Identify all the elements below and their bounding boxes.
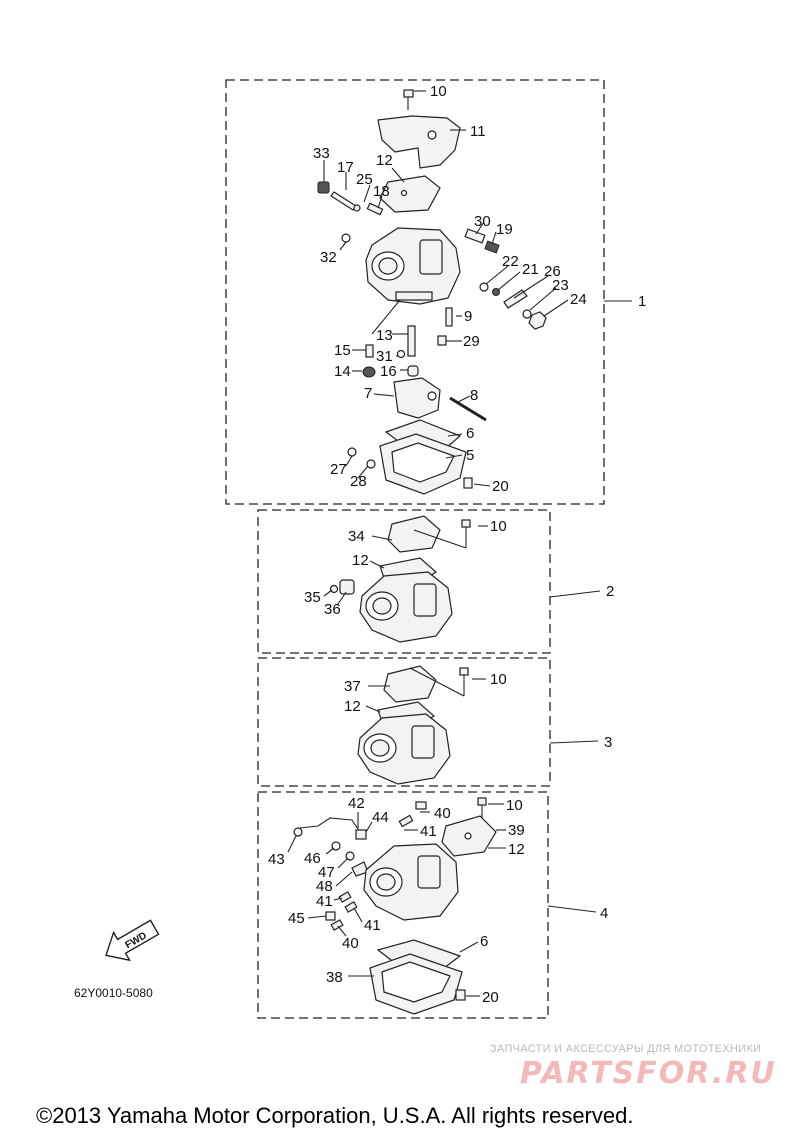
copyright-notice: ©2013 Yamaha Motor Corporation, U.S.A. A…	[36, 1103, 634, 1128]
assembly-2-labels: 34 10 12 35 36	[304, 518, 507, 618]
watermark-caption: ЗАПЧАСТИ И АКСЕССУАРЫ ДЛЯ МОТОТЕХНИКИ	[490, 1043, 762, 1055]
assembly-1-leaders	[323, 90, 569, 487]
group-labels: 1 2 3 4	[600, 293, 646, 922]
assembly-4-parts	[293, 797, 497, 1015]
assembly-3-labels: 37 10 12	[344, 671, 507, 715]
group-label-4: 4	[600, 905, 608, 922]
label-15: 15	[334, 342, 351, 359]
watermark-logo: PARTSFOR.RU	[520, 1056, 777, 1091]
label-25: 25	[356, 171, 373, 188]
group-label-2: 2	[606, 583, 614, 600]
label-46: 46	[304, 850, 321, 867]
label-30: 30	[474, 213, 491, 230]
label-20: 20	[492, 478, 509, 495]
label-39: 39	[508, 822, 525, 839]
label-12: 12	[508, 841, 525, 858]
label-48: 48	[316, 878, 333, 895]
label-19: 19	[496, 221, 513, 238]
label-14: 14	[334, 363, 351, 380]
label-7: 7	[364, 385, 372, 402]
assembly-1-parts	[317, 89, 547, 495]
label-26: 26	[544, 263, 561, 280]
label-41: 41	[364, 917, 381, 934]
label-23: 23	[552, 277, 569, 294]
label-12: 12	[376, 152, 393, 169]
label-5: 5	[466, 447, 474, 464]
label-47: 47	[318, 864, 335, 881]
label-38: 38	[326, 969, 343, 986]
label-24: 24	[570, 291, 587, 308]
label-8: 8	[470, 387, 478, 404]
label-17: 17	[337, 159, 354, 176]
label-36: 36	[324, 601, 341, 618]
label-37: 37	[344, 678, 361, 695]
label-28: 28	[350, 473, 367, 490]
label-21: 21	[522, 261, 539, 278]
label-35: 35	[304, 589, 321, 606]
label-29: 29	[463, 333, 480, 350]
label-22: 22	[502, 253, 519, 270]
label-33: 33	[313, 145, 330, 162]
drawing-code: 62Y0010-5080	[74, 986, 153, 1000]
label-44: 44	[372, 809, 389, 826]
label-10: 10	[490, 518, 507, 535]
group-box-1	[225, 79, 605, 505]
label-16: 16	[380, 363, 397, 380]
group-box-2	[257, 509, 551, 654]
label-32: 32	[320, 249, 337, 266]
label-10: 10	[506, 797, 523, 814]
assembly-2-parts	[329, 515, 471, 643]
label-11: 11	[470, 123, 486, 140]
group-box-4	[257, 791, 549, 1019]
label-34: 34	[348, 528, 365, 545]
group-box-3	[257, 657, 551, 787]
label-13: 13	[376, 327, 393, 344]
label-45: 45	[288, 910, 305, 927]
assembly-3-parts	[357, 665, 469, 785]
label-18: 18	[373, 183, 390, 200]
label-40: 40	[342, 935, 359, 952]
label-40: 40	[434, 805, 451, 822]
label-41: 41	[420, 823, 437, 840]
group-label-1: 1	[638, 293, 646, 310]
label-9: 9	[464, 308, 472, 325]
label-27: 27	[330, 461, 347, 478]
group-label-3: 3	[604, 734, 612, 751]
label-42: 42	[348, 795, 365, 812]
assembly-1-labels: 10 11 12 33 17 25 18 30 19 32 22 21 26 2…	[313, 83, 587, 495]
assembly-4-labels: 42 40 10 44 41 39 12 43 46 47 48 41 45 4…	[268, 795, 525, 1006]
label-10: 10	[490, 671, 507, 688]
label-31: 31	[376, 348, 393, 365]
label-6: 6	[480, 933, 488, 950]
label-12: 12	[352, 552, 369, 569]
label-6: 6	[466, 425, 474, 442]
label-12: 12	[344, 698, 361, 715]
label-43: 43	[268, 851, 285, 868]
label-20: 20	[482, 989, 499, 1006]
fwd-arrow-icon: FWD	[105, 919, 160, 962]
label-41: 41	[316, 893, 333, 910]
label-10: 10	[430, 83, 447, 100]
